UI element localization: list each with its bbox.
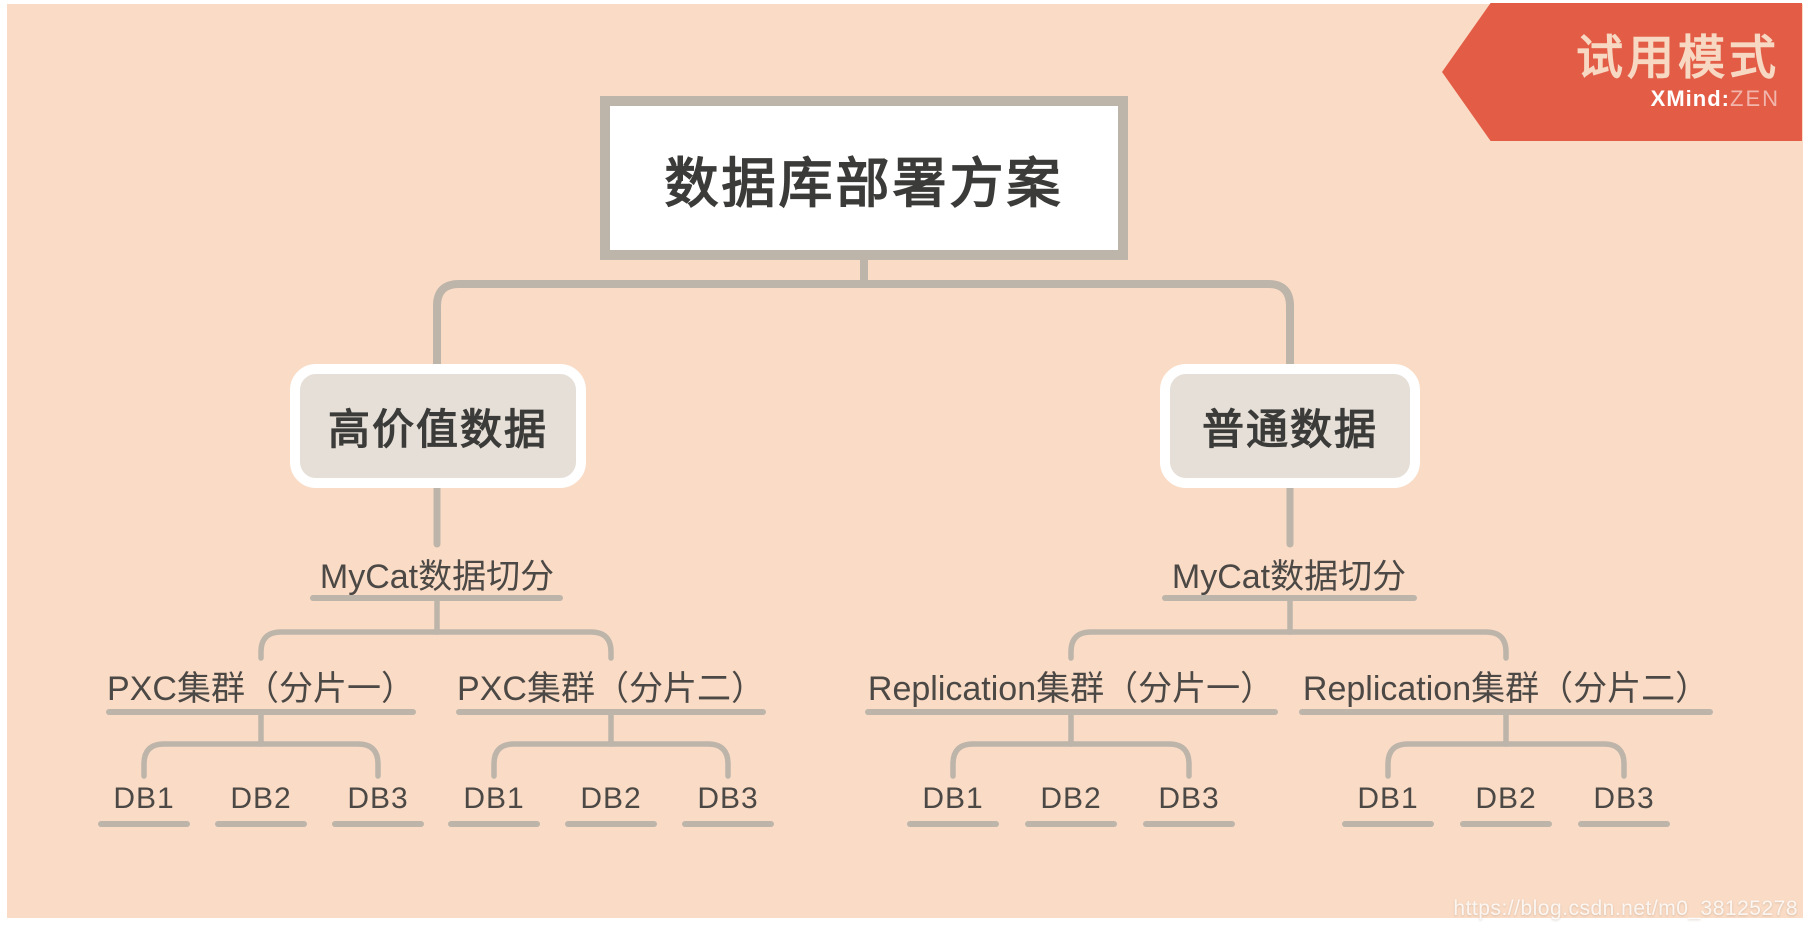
db-topic[interactable]: DB3: [697, 782, 759, 815]
db-topic[interactable]: DB3: [347, 782, 409, 815]
cluster-topic-replication-shard2[interactable]: Replication集群（分片二）: [1302, 670, 1710, 708]
underline-db: [1460, 821, 1552, 827]
underline-db: [98, 821, 190, 827]
branch-topic-high-value-data[interactable]: 高价值数据: [290, 364, 586, 488]
underline-cluster: [456, 709, 766, 715]
underline-cluster: [1299, 709, 1713, 715]
connector-cluster1-dbs: [491, 741, 731, 779]
trial-mode-banner[interactable]: 试用模式 XMind:ZEN: [1442, 3, 1802, 141]
root-topic[interactable]: 数据库部署方案: [600, 96, 1128, 260]
middleware-topic-right[interactable]: MyCat数据切分: [1171, 558, 1407, 596]
db-topic[interactable]: DB3: [1158, 782, 1220, 815]
root-topic-label: 数据库部署方案: [664, 153, 1064, 214]
underline-cluster: [865, 709, 1278, 715]
csdn-watermark: https://blog.csdn.net/m0_38125278: [1453, 897, 1798, 920]
underline-db: [1025, 821, 1117, 827]
brand-edition: ZEN: [1730, 86, 1780, 112]
underline-db: [565, 821, 657, 827]
underline-db: [1578, 821, 1670, 827]
branch-topic-label: 普通数据: [1201, 405, 1378, 453]
underline-db: [215, 821, 307, 827]
db-topic[interactable]: DB2: [1475, 782, 1537, 815]
db-topic[interactable]: DB1: [1357, 782, 1419, 815]
underline-db: [1342, 821, 1434, 827]
db-topic[interactable]: DB2: [580, 782, 642, 815]
underline-middleware-left: [310, 595, 563, 601]
db-topic[interactable]: DB1: [922, 782, 984, 815]
underline-db: [907, 821, 999, 827]
underline-db: [1143, 821, 1235, 827]
xmind-zen-logo: XMind:ZEN: [1651, 86, 1780, 112]
brand-separator: :: [1721, 86, 1730, 112]
brand-name: XMind: [1650, 86, 1722, 112]
underline-db: [448, 821, 540, 827]
connector-cluster3-dbs: [1385, 741, 1627, 779]
connector-root-branches: [433, 280, 1294, 368]
connector-cluster2-dbs: [950, 741, 1192, 779]
connector-middleware0-clusters: [258, 629, 614, 661]
middleware-topic-left[interactable]: MyCat数据切分: [319, 558, 555, 596]
underline-cluster: [106, 709, 416, 715]
underline-middleware-right: [1162, 595, 1417, 601]
connector-middleware1-clusters: [1068, 629, 1509, 661]
db-topic[interactable]: DB1: [463, 782, 525, 815]
trial-mode-label: 试用模式: [1576, 30, 1780, 84]
branch-topic-label: 高价值数据: [327, 405, 548, 453]
cluster-topic-pxc-shard2[interactable]: PXC集群（分片二）: [457, 670, 765, 708]
cluster-topic-pxc-shard1[interactable]: PXC集群（分片一）: [107, 670, 415, 708]
cluster-topic-replication-shard1[interactable]: Replication集群（分片一）: [867, 670, 1275, 708]
db-topic[interactable]: DB3: [1593, 782, 1655, 815]
db-topic[interactable]: DB2: [1040, 782, 1102, 815]
db-topic[interactable]: DB2: [230, 782, 292, 815]
underline-db: [332, 821, 424, 827]
db-topic[interactable]: DB1: [113, 782, 175, 815]
underline-db: [682, 821, 774, 827]
connector-cluster0-dbs: [141, 741, 381, 779]
branch-topic-ordinary-data[interactable]: 普通数据: [1160, 364, 1420, 488]
